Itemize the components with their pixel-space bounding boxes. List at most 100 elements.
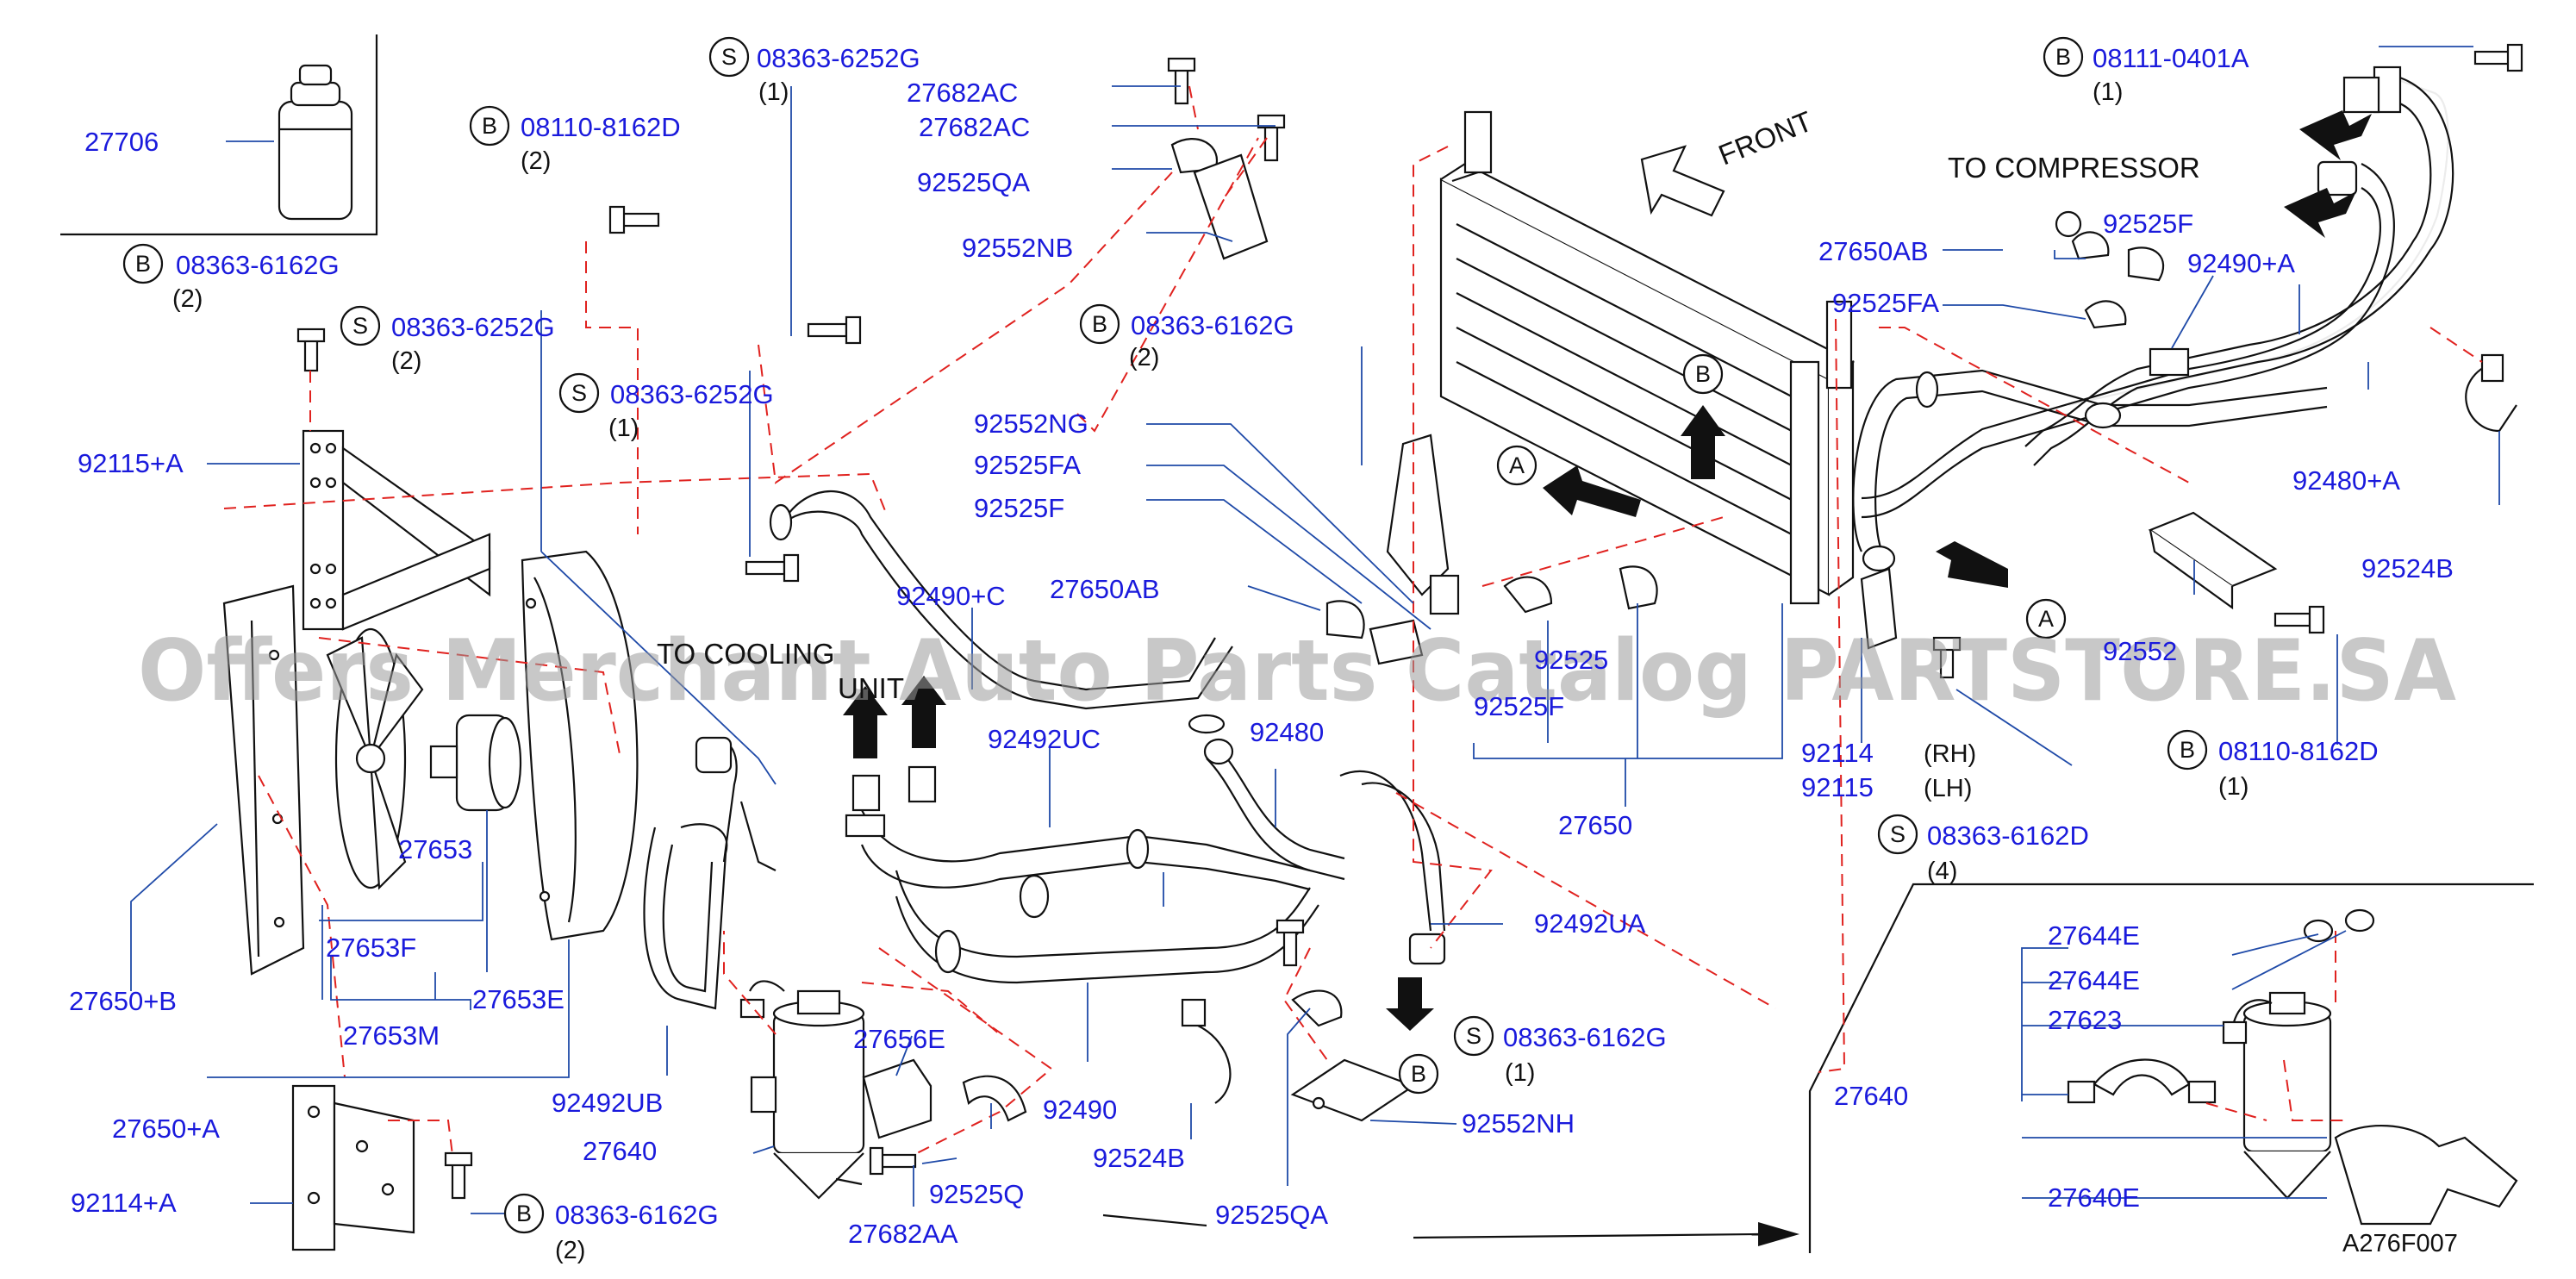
drier-bracket-27656E-icon xyxy=(862,1058,932,1139)
part-label-92552NH[interactable]: 92552NH xyxy=(1462,1108,1575,1139)
cooling-unit-connectors-icon xyxy=(845,765,937,838)
part-label-92525F-lower[interactable]: 92525F xyxy=(1474,691,1564,721)
part-label-27650B[interactable]: 27650+B xyxy=(69,986,177,1016)
part-label-92492UA[interactable]: 92492UA xyxy=(1534,908,1646,939)
svg-text:(1): (1) xyxy=(2218,773,2249,801)
inset-receiver-drier-icon xyxy=(2222,991,2332,1200)
bolt-27682AA-icon xyxy=(869,1146,917,1176)
part-label-27640-inset[interactable]: 27640 xyxy=(1834,1081,1908,1111)
svg-text:(1): (1) xyxy=(2093,78,2123,106)
part-label-92524B-lower[interactable]: 92524B xyxy=(1093,1143,1185,1173)
part-label-92525F-right[interactable]: 92525F xyxy=(2103,209,2193,239)
part-label-27653F[interactable]: 27653F xyxy=(326,933,416,963)
part-label-27682AC-2[interactable]: 27682AC xyxy=(919,112,1030,142)
part-label-27653[interactable]: 27653 xyxy=(398,834,472,864)
fastener-callout[interactable]: S 08363-6252G (1) xyxy=(558,372,774,442)
part-label-27644E-2[interactable]: 27644E xyxy=(2048,965,2140,995)
part-label-27640E[interactable]: 27640E xyxy=(2048,1182,2140,1213)
part-label-27644E-1[interactable]: 27644E xyxy=(2048,920,2140,951)
svg-text:(2): (2) xyxy=(555,1237,585,1264)
part-label-92490C[interactable]: 92490+C xyxy=(896,581,1006,611)
part-label-27650[interactable]: 27650 xyxy=(1558,810,1632,840)
fastener-callout[interactable]: S 08363-6252G (2) xyxy=(340,305,555,375)
svg-text:08363-6162G: 08363-6162G xyxy=(176,250,340,280)
part-label-92552NB[interactable]: 92552NB xyxy=(962,233,1073,263)
ref-marker-a-right: A xyxy=(2025,598,2067,640)
part-label-92114[interactable]: 92114 xyxy=(1801,738,1874,768)
part-label-92552NG[interactable]: 92552NG xyxy=(974,409,1088,439)
part-label-27682AA[interactable]: 27682AA xyxy=(848,1219,958,1249)
part-label-27656E[interactable]: 27656E xyxy=(853,1024,945,1054)
fastener-callout[interactable]: B 08363-6162G (2) xyxy=(503,1193,719,1264)
part-label-92525F-mid[interactable]: 92525F xyxy=(974,493,1064,523)
part-label-92114A[interactable]: 92114+A xyxy=(71,1188,177,1218)
part-label-92115[interactable]: 92115 xyxy=(1801,772,1874,802)
part-label-92525QA-top[interactable]: 92525QA xyxy=(917,167,1030,197)
arrow-to-a-right-icon xyxy=(1936,541,2008,588)
inset-box-27706 xyxy=(60,34,378,236)
arrow-to-cooling-unit-1-icon xyxy=(843,686,888,758)
arrow-to-b-center-icon xyxy=(1681,405,1725,479)
inset-oring-1-icon xyxy=(2303,919,2334,943)
pipe-92490C-icon xyxy=(769,490,1233,710)
svg-text:08110-8162D: 08110-8162D xyxy=(2218,736,2379,766)
part-label-92492UB[interactable]: 92492UB xyxy=(552,1088,663,1118)
part-label-27650A[interactable]: 27650+A xyxy=(112,1114,220,1144)
part-label-92552-partial[interactable]: 92552 xyxy=(2103,636,2177,666)
part-label-92490A[interactable]: 92490+A xyxy=(2187,248,2295,278)
fastener-callout[interactable]: B 08110-8162D (2) xyxy=(469,105,681,175)
part-label-92525FA-mid[interactable]: 92525FA xyxy=(974,450,1081,480)
part-label-92525Q[interactable]: 92525Q xyxy=(929,1179,1024,1209)
fastener-callout[interactable]: B 08110-8162D (1) xyxy=(2167,729,2379,801)
fastener-callout[interactable]: B 08111-0401A (1) xyxy=(2043,36,2249,106)
part-label-92490[interactable]: 92490 xyxy=(1043,1095,1117,1125)
pipe-clamp-icon xyxy=(2127,246,2190,377)
part-label-27706[interactable]: 27706 xyxy=(84,127,159,157)
bolt-icon xyxy=(2273,605,2325,634)
part-label-92525-hidden[interactable]: 92525 xyxy=(1534,645,1608,675)
svg-text:(2): (2) xyxy=(521,147,551,175)
side-note-lh: (LH) xyxy=(1924,775,1972,802)
part-label-27623[interactable]: 27623 xyxy=(2048,1005,2122,1035)
part-label-27650AB-mid[interactable]: 27650AB xyxy=(1050,574,1160,604)
svg-text:B: B xyxy=(1411,1061,1426,1087)
svg-text:B: B xyxy=(135,251,151,277)
part-label-92480[interactable]: 92480 xyxy=(1250,717,1324,747)
bolt-icon xyxy=(2473,43,2523,72)
arrow-to-cooling-unit-2-icon xyxy=(901,676,946,748)
arrow-to-a-center-icon xyxy=(1543,465,1641,517)
part-label-27653E[interactable]: 27653E xyxy=(472,984,564,1014)
condenser-fan-bracket-lower-icon xyxy=(291,1084,415,1251)
fastener-callout[interactable]: B 08363-6162G (2) xyxy=(1079,303,1294,371)
fastener-callout[interactable]: S 08363-6162D (4) xyxy=(1877,814,2089,885)
arrow-to-compressor-lower-icon xyxy=(2284,188,2356,238)
fastener-callout[interactable]: B 08363-6162G (2) xyxy=(122,243,340,313)
pipe-92492UC-icon xyxy=(860,809,1311,919)
part-label-27650AB-right[interactable]: 27650AB xyxy=(1818,236,1929,266)
part-label-92480A[interactable]: 92480+A xyxy=(2292,465,2400,496)
part-label-92115A[interactable]: 92115+A xyxy=(78,448,184,478)
part-label-92492UC[interactable]: 92492UC xyxy=(988,724,1101,754)
part-label-27640[interactable]: 27640 xyxy=(583,1136,657,1166)
part-label-92524B-right[interactable]: 92524B xyxy=(2361,553,2454,583)
hose-clip-92524B-icon xyxy=(2465,353,2517,433)
fastener-callout[interactable]: S 08363-6252G (1) xyxy=(708,36,920,106)
bolt-icon xyxy=(745,553,800,583)
part-label-27682AC-1[interactable]: 27682AC xyxy=(907,78,1018,108)
inset-bracket-lower-icon xyxy=(2334,1125,2518,1226)
part-label-92525FA-right[interactable]: 92525FA xyxy=(1832,288,1939,318)
svg-text:B: B xyxy=(2055,44,2071,70)
arrow-to-b-lower-icon xyxy=(1386,977,1434,1031)
part-label-92525QA-lower[interactable]: 92525QA xyxy=(1215,1200,1328,1230)
fastener-callout[interactable]: S 08363-6162G (1) xyxy=(1453,1015,1667,1087)
inset-frame xyxy=(1808,883,2534,1253)
bracket-92552-icon xyxy=(2148,511,2278,610)
pipe-92480-icon xyxy=(1203,738,1446,965)
bracket-92552NH-icon xyxy=(1290,1058,1416,1122)
pipe-92492UB-icon xyxy=(643,736,777,1010)
ref-marker-b-lower: B xyxy=(1398,1053,1439,1095)
dashed-guides xyxy=(223,85,2483,1156)
part-label-27653M[interactable]: 27653M xyxy=(343,1020,440,1051)
bolt-icon xyxy=(1276,919,1305,967)
svg-text:08111-0401A: 08111-0401A xyxy=(2093,43,2249,73)
